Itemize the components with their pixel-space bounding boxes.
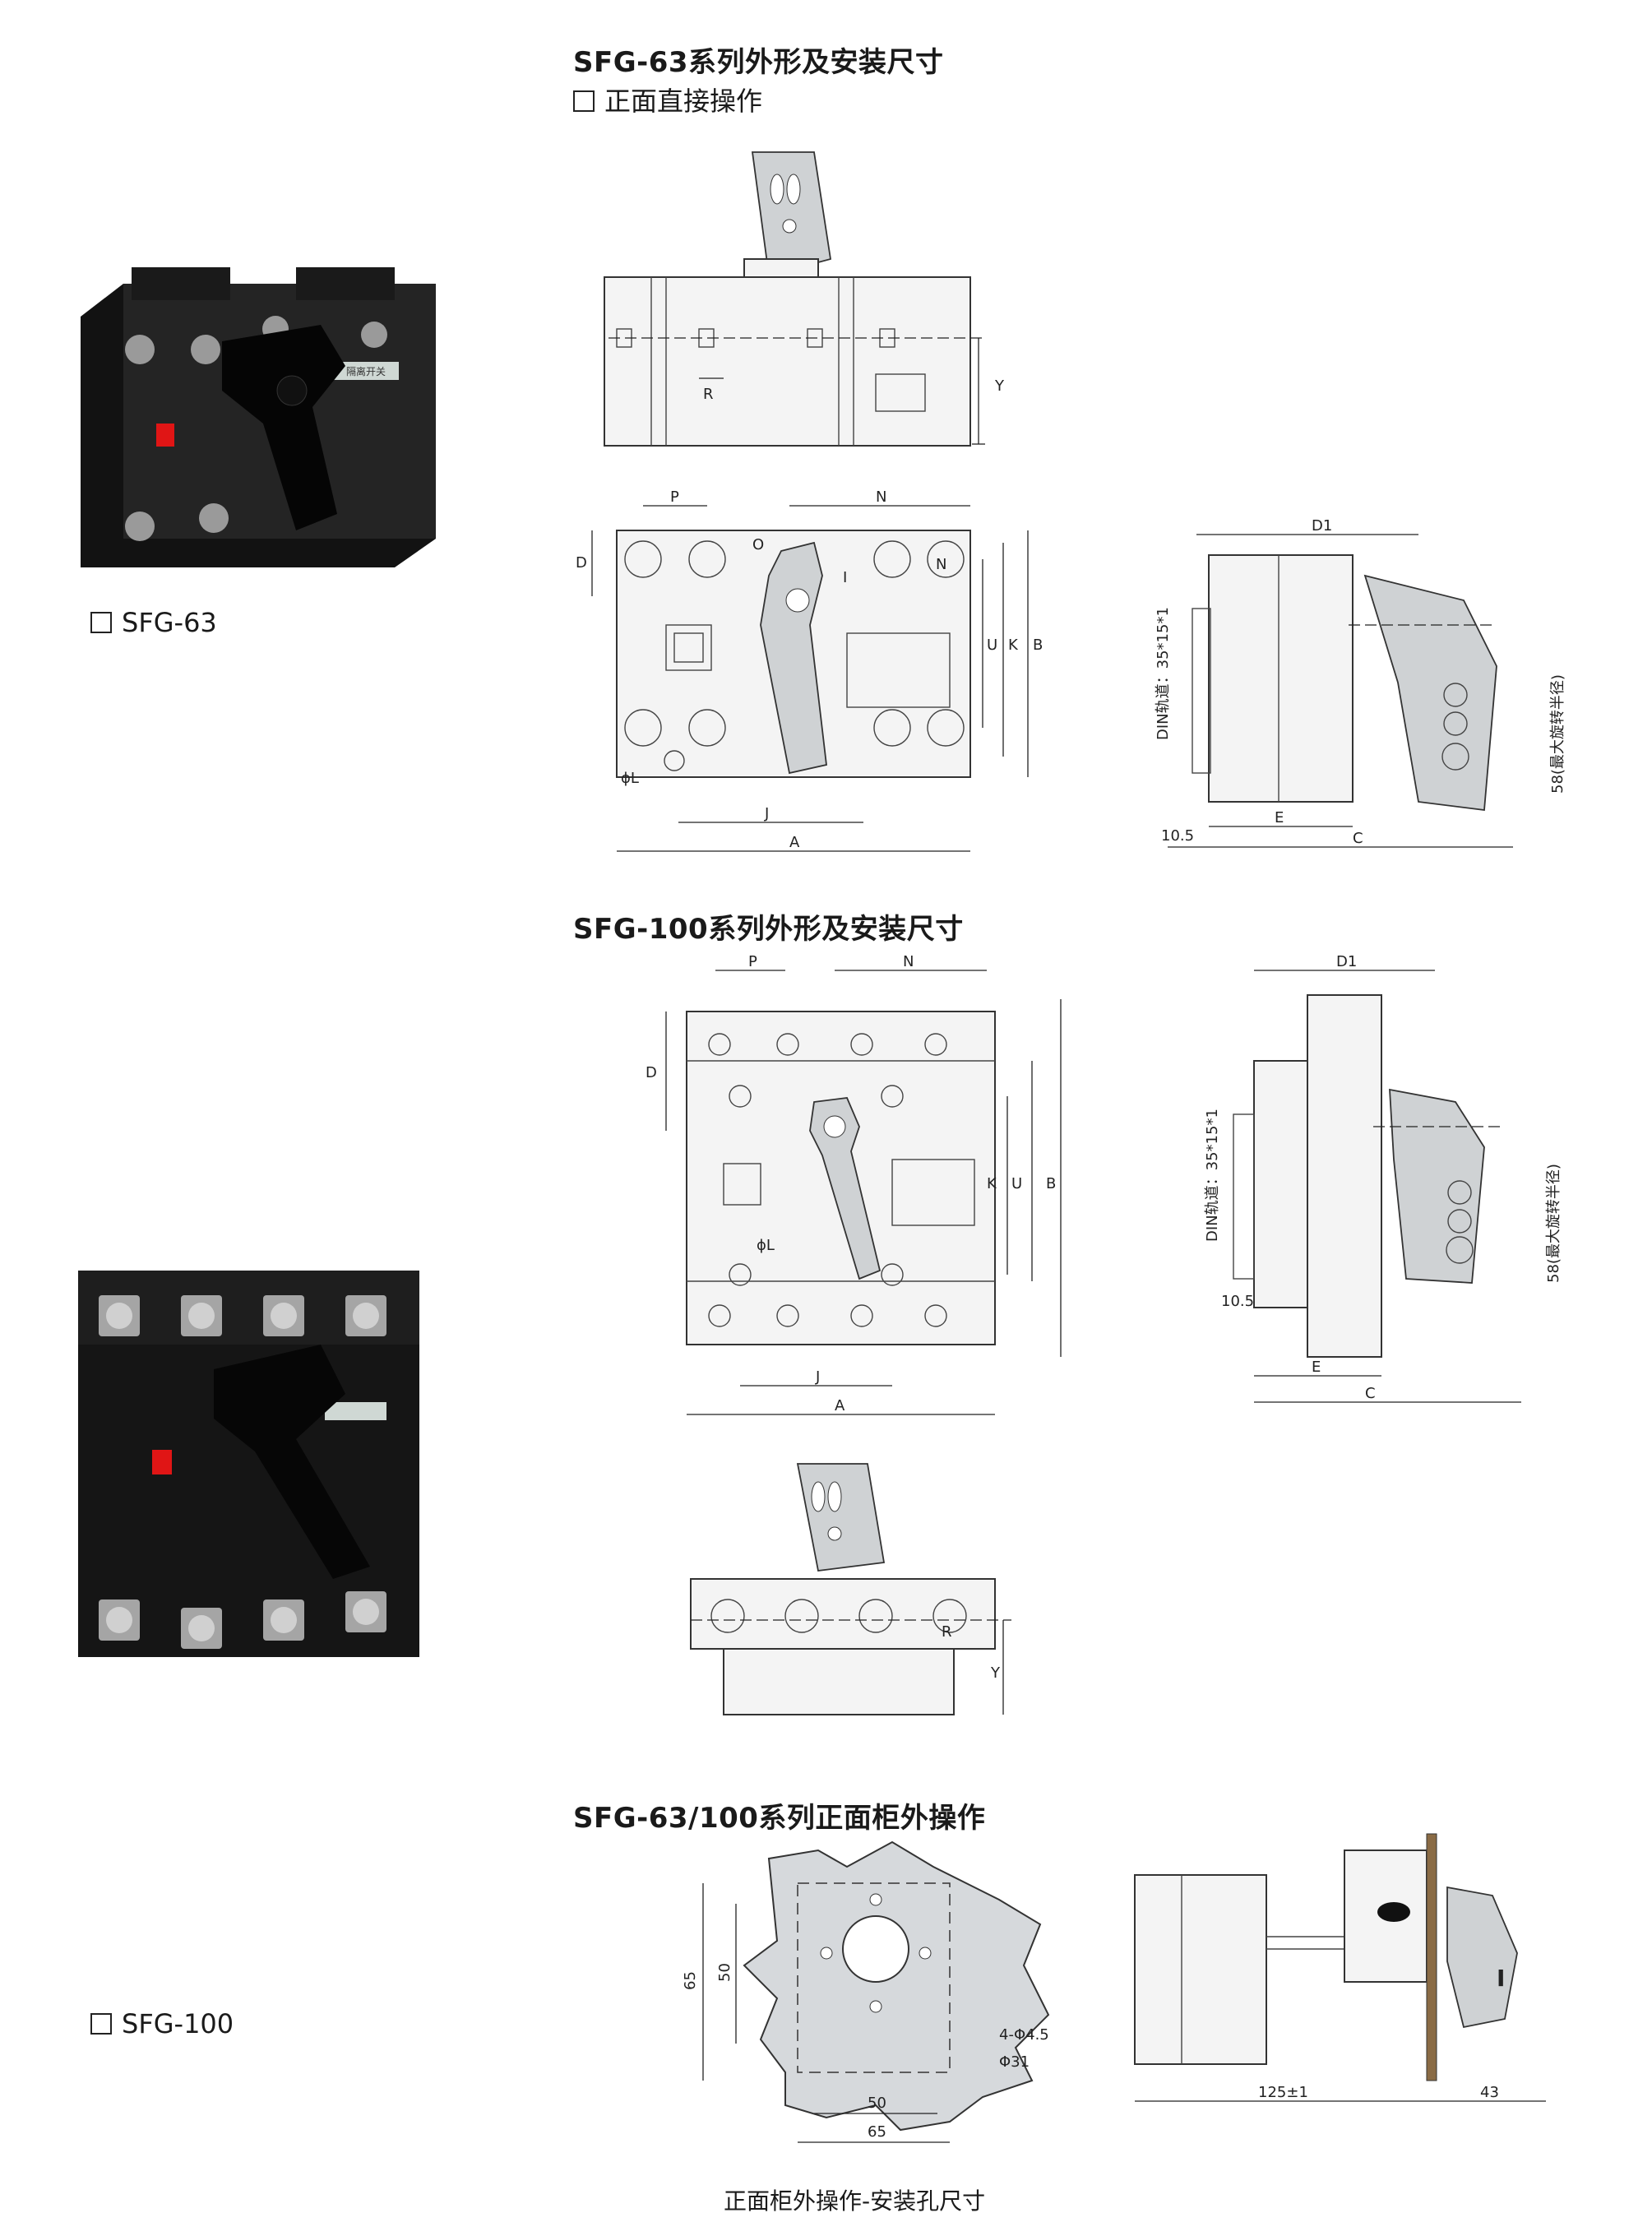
dim-holes: 4-Φ4.5 xyxy=(999,2026,1049,2044)
dim-d: D xyxy=(646,1064,657,1081)
sfg100-side-view: D1 DIN轨道：35*15*1 58(最大旋转半径) 10.5 E C xyxy=(1204,954,1562,1403)
dim-radius: 58(最大旋转半径) xyxy=(1545,1164,1562,1283)
checkbox-icon xyxy=(90,612,112,633)
cabinet-title: SFG-63/100系列正面柜外操作 xyxy=(573,1802,986,1835)
dim-d1: D1 xyxy=(1312,518,1332,535)
dim-w65: 65 xyxy=(868,2123,886,2141)
terminal-screw-icon xyxy=(361,322,387,348)
svg-text:I: I xyxy=(1497,1965,1505,1992)
dim-offset: 10.5 xyxy=(1161,827,1194,845)
pos-n-label: N xyxy=(936,556,946,573)
dim-r: R xyxy=(942,1623,952,1641)
dim-b: B xyxy=(1046,1175,1056,1192)
dim-e: E xyxy=(1275,809,1284,826)
dim-n: N xyxy=(876,488,886,506)
terminal-screw-icon xyxy=(125,512,155,541)
dim-l: ϕL xyxy=(757,1237,775,1254)
dim-j: J xyxy=(815,1368,820,1386)
terminal-screw-icon xyxy=(125,335,155,364)
dim-rail: DIN轨道：35*15*1 xyxy=(1204,1109,1221,1242)
dim-len: 125±1 xyxy=(1258,2084,1308,2101)
checkbox-icon xyxy=(573,90,595,112)
sfg63-photo: 隔离开关 xyxy=(81,267,436,567)
dim-y: Y xyxy=(990,1664,1001,1682)
sfg63-subtitle-text: 正面直接操作 xyxy=(604,86,763,117)
dim-c: C xyxy=(1365,1385,1376,1402)
device-badge: 隔离开关 xyxy=(346,365,386,377)
dim-p: P xyxy=(748,954,757,970)
pos-off-label: O xyxy=(752,536,764,553)
sfg63-title: SFG-63系列外形及安装尺寸 xyxy=(573,46,944,79)
sfg63-subtitle: 正面直接操作 xyxy=(573,81,762,118)
dim-y: Y xyxy=(994,377,1005,395)
indicator-window xyxy=(152,1450,172,1474)
sfg63-top-view: Y R xyxy=(604,151,1005,447)
sfg63-side-view: D1 DIN轨道：35*15*1 58(最大旋转半径) E 10.5 C xyxy=(1155,518,1566,848)
sfg100-top-view: Y R xyxy=(690,1463,1011,1715)
dim-a: A xyxy=(835,1397,845,1414)
dim-b: B xyxy=(1033,637,1043,654)
dim-h50: 50 xyxy=(716,1963,733,1982)
dim-d: D xyxy=(576,554,587,572)
dim-e: E xyxy=(1312,1359,1321,1376)
dim-u: U xyxy=(1011,1175,1022,1192)
dim-j: J xyxy=(764,805,769,822)
cabinet-cutout-drawing: 65 50 4-Φ4.5 Φ31 50 65 xyxy=(682,1840,1050,2143)
cutout-caption: 正面柜外操作-安装孔尺寸 xyxy=(724,2187,986,2215)
indicator-window xyxy=(156,424,174,447)
dim-offset: 10.5 xyxy=(1221,1293,1254,1310)
dim-radius: 58(最大旋转半径) xyxy=(1549,674,1566,794)
sfg100-title: SFG-100系列外形及安装尺寸 xyxy=(573,913,964,946)
sfg100-caption: SFG-100 xyxy=(90,2008,234,2039)
dim-bore: Φ31 xyxy=(999,2053,1030,2071)
sfg63-caption: SFG-63 xyxy=(90,607,217,638)
dim-c: C xyxy=(1353,830,1363,847)
dim-a: A xyxy=(789,834,800,851)
pos-on-label: I xyxy=(843,569,847,586)
dim-n: N xyxy=(903,954,914,970)
dim-rail: DIN轨道：35*15*1 xyxy=(1155,607,1172,740)
dim-d1: D1 xyxy=(1336,954,1357,970)
sfg63-label: SFG-63 xyxy=(122,607,217,638)
checkbox-icon xyxy=(90,2013,112,2035)
terminal-screw-icon xyxy=(199,503,229,533)
dim-k: K xyxy=(987,1175,997,1192)
sfg100-front-view: P N D K U B ϕL J A xyxy=(646,954,1062,1415)
dim-k: K xyxy=(1008,637,1019,654)
cabinet-side-drawing: I 125±1 43 xyxy=(1134,1833,1546,2102)
dim-h65: 65 xyxy=(682,1971,699,1990)
dim-w50: 50 xyxy=(868,2095,886,2112)
dim-u: U xyxy=(987,637,997,654)
sfg63-front-view: O I N P N D U K B ϕL J A xyxy=(576,488,1043,852)
dim-p: P xyxy=(670,488,679,506)
dim-r: R xyxy=(703,386,714,403)
dim-ext: 43 xyxy=(1480,2084,1499,2101)
sfg100-photo xyxy=(78,1271,419,1657)
sfg100-label: SFG-100 xyxy=(122,2008,234,2039)
terminal-screw-icon xyxy=(191,335,220,364)
dim-l: ϕL xyxy=(621,770,639,787)
